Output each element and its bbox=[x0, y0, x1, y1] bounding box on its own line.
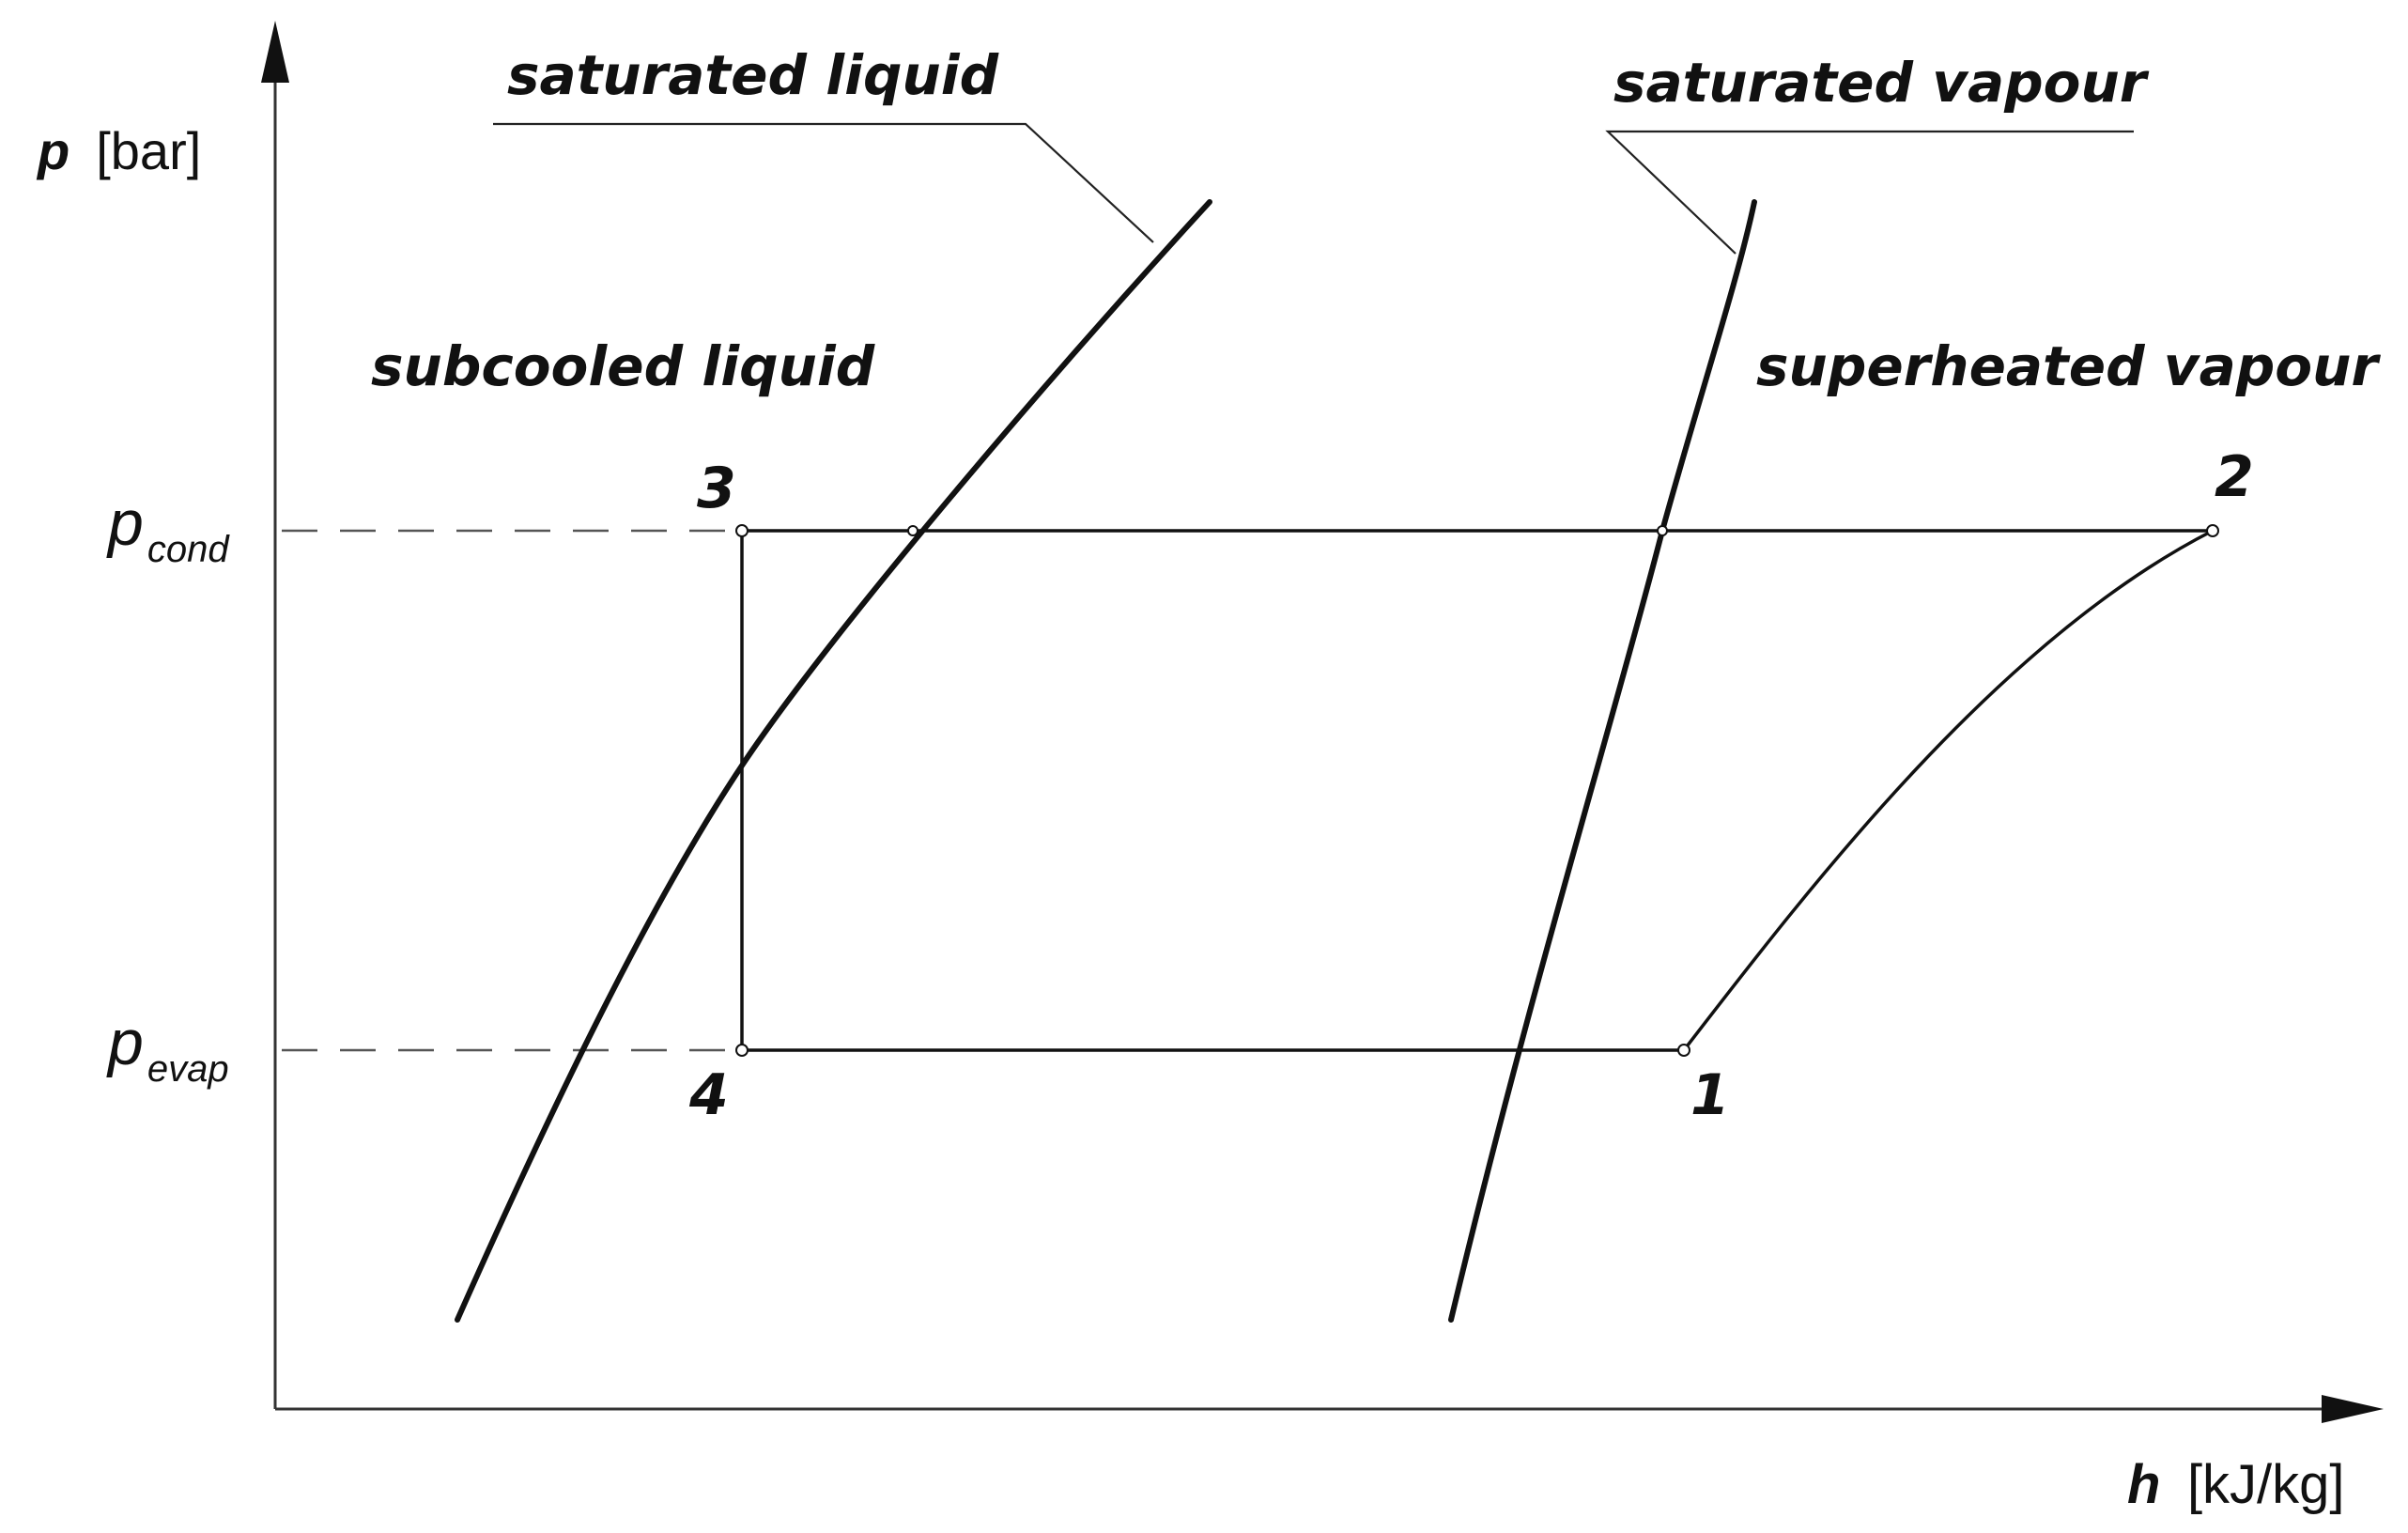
saturated-liquid-label: saturated liquid bbox=[507, 43, 999, 107]
x-axis-unit: [kJ/kg] bbox=[2187, 1454, 2345, 1515]
x-axis-label: h [kJ/kg] bbox=[2127, 1454, 2345, 1515]
cycle-compression-curve bbox=[1682, 529, 2214, 1052]
state-point-2-label: 2 bbox=[2215, 444, 2254, 510]
state-point-3-marker bbox=[735, 524, 749, 537]
subcooled-liquid-label: subcooled liquid bbox=[371, 334, 875, 398]
p-evap-subscript: evap bbox=[147, 1048, 229, 1090]
y-axis-variable: p bbox=[36, 121, 69, 180]
intersection-marker-vapour bbox=[1657, 525, 1668, 536]
state-point-3-label: 3 bbox=[697, 456, 736, 521]
saturated-vapour-label: saturated vapour bbox=[1613, 51, 2150, 115]
saturated-vapour-curve bbox=[1448, 199, 1757, 1323]
x-axis-arrowhead bbox=[2322, 1395, 2384, 1423]
x-axis-variable: h bbox=[2127, 1454, 2160, 1515]
state-point-4-label: 4 bbox=[688, 1062, 729, 1128]
p-evap-symbol: p bbox=[106, 1007, 144, 1078]
state-point-1-marker bbox=[1677, 1044, 1690, 1057]
y-axis-unit: [bar] bbox=[96, 121, 201, 180]
p-cond-label: p cond bbox=[106, 488, 230, 570]
state-point-1-label: 1 bbox=[1690, 1062, 1730, 1128]
superheated-vapour-label: superheated vapour bbox=[1756, 334, 2381, 398]
state-point-4-marker bbox=[735, 1044, 749, 1057]
y-axis-label: p [bar] bbox=[36, 121, 201, 181]
state-point-2-marker bbox=[2206, 524, 2219, 537]
p-cond-subscript: cond bbox=[147, 529, 230, 570]
p-evap-label: p evap bbox=[106, 1007, 229, 1090]
saturated-vapour-leader bbox=[1605, 130, 2134, 255]
y-axis-arrowhead bbox=[261, 21, 289, 83]
saturated-liquid-leader bbox=[493, 122, 1154, 243]
intersection-marker-liquid bbox=[907, 525, 918, 536]
p-cond-symbol: p bbox=[106, 488, 144, 559]
